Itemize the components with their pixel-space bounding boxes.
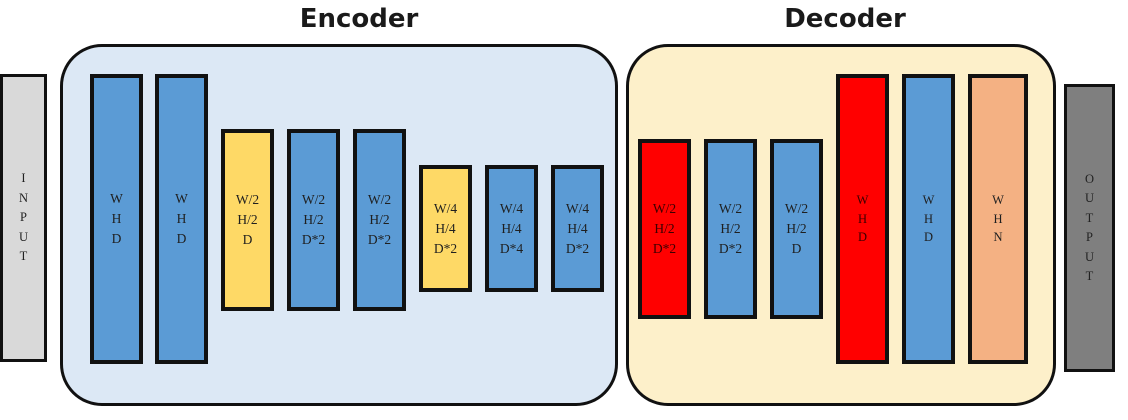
decoder-block-2: W/2 H/2 D*2 — [704, 139, 757, 319]
encoder-block-label: W/2 H/2 D — [235, 192, 260, 247]
decoder-block-label: W H D — [856, 193, 869, 245]
encoder-block-8: W/4 H/4 D*2 — [551, 165, 604, 292]
input-label: I N P U T — [18, 171, 29, 264]
decoder-block-label: W H N — [992, 193, 1004, 245]
encoder-block-2: W H D — [155, 74, 208, 364]
encoder-block-label: W H D — [175, 191, 188, 246]
encoder-title: Encoder — [299, 4, 419, 34]
encoder-block-5: W/2 H/2 D*2 — [353, 129, 406, 311]
decoder-block-4: W H D — [836, 74, 889, 364]
encoder-block-7: W/4 H/4 D*4 — [485, 165, 538, 292]
output-label: O U T P U T — [1084, 171, 1095, 284]
decoder-title: Decoder — [784, 4, 906, 34]
encoder-block-label: W/2 H/2 D*2 — [301, 192, 326, 247]
decoder-block-5: W H D — [902, 74, 955, 364]
decoder-block-6: W H N — [968, 74, 1028, 364]
encoder-block-label: W/4 H/4 D*2 — [565, 200, 590, 256]
decoder-block-label: W H D — [922, 193, 935, 245]
encoder-block-3: W/2 H/2 D — [221, 129, 274, 311]
input-block: I N P U T — [0, 74, 47, 362]
encoder-block-4: W/2 H/2 D*2 — [287, 129, 340, 311]
decoder-block-label: W/2 H/2 D*2 — [652, 201, 677, 256]
output-block: O U T P U T — [1064, 84, 1115, 372]
decoder-block-label: W/2 H/2 D — [784, 201, 809, 256]
encoder-block-1: W H D — [90, 74, 143, 364]
decoder-block-1: W/2 H/2 D*2 — [638, 139, 691, 319]
encoder-block-label: W/4 H/4 D*4 — [499, 200, 524, 256]
encoder-block-label: W/4 H/4 D*2 — [433, 200, 458, 256]
decoder-block-label: W/2 H/2 D*2 — [718, 201, 743, 256]
encoder-block-label: W/2 H/2 D*2 — [367, 192, 392, 247]
decoder-block-3: W/2 H/2 D — [770, 139, 823, 319]
encoder-block-6: W/4 H/4 D*2 — [419, 165, 472, 292]
encoder-block-label: W H D — [110, 191, 123, 246]
